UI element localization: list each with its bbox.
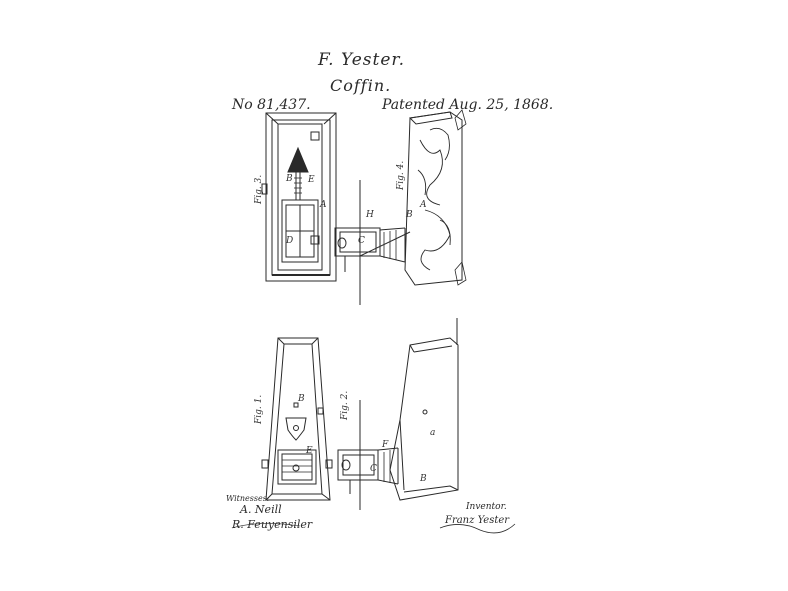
figure-4-drawing — [334, 109, 467, 305]
part-label-b-fig1: B — [298, 394, 305, 404]
part-label-b-fig2: B — [420, 474, 427, 484]
witness-2-signature: R. Feuyensiler — [232, 518, 313, 531]
figure-3-drawing — [261, 112, 337, 282]
part-label-e: E — [308, 175, 315, 185]
figure-3-label: Fig. 3. — [254, 174, 264, 204]
part-label-b: B — [286, 174, 293, 184]
part-label-a-fig4: A — [420, 200, 427, 210]
figure-2-label: Fig. 2. — [340, 390, 350, 420]
part-label-f-fig2: F — [382, 440, 389, 450]
figure-1-drawing — [261, 337, 333, 501]
inventor-name-heading: F. Yester. — [318, 50, 406, 70]
figure-2-drawing — [337, 318, 459, 510]
part-label-c: C — [358, 236, 365, 246]
part-label-e-fig1: E — [306, 446, 313, 456]
part-label-a: A — [320, 200, 327, 210]
part-label-c-fig2: C — [370, 464, 377, 474]
part-label-h: H — [366, 210, 374, 220]
part-label-d: D — [286, 236, 294, 246]
part-label-a-fig2: a — [430, 428, 436, 438]
inventor-label: Inventor. — [466, 502, 507, 512]
inventor-signature: Franz Yester — [445, 515, 510, 526]
figure-4-label: Fig. 4. — [396, 160, 406, 190]
witnesses-label: Witnesses: — [226, 494, 270, 503]
patent-number: No 81,437. — [232, 97, 311, 113]
part-label-b-fig4: B — [406, 210, 413, 220]
patent-subject-heading: Coffin. — [330, 76, 392, 95]
patent-date: Patented Aug. 25, 1868. — [382, 97, 554, 113]
figure-1-label: Fig. 1. — [254, 394, 264, 424]
witness-1-signature: A. Neill — [240, 503, 282, 516]
